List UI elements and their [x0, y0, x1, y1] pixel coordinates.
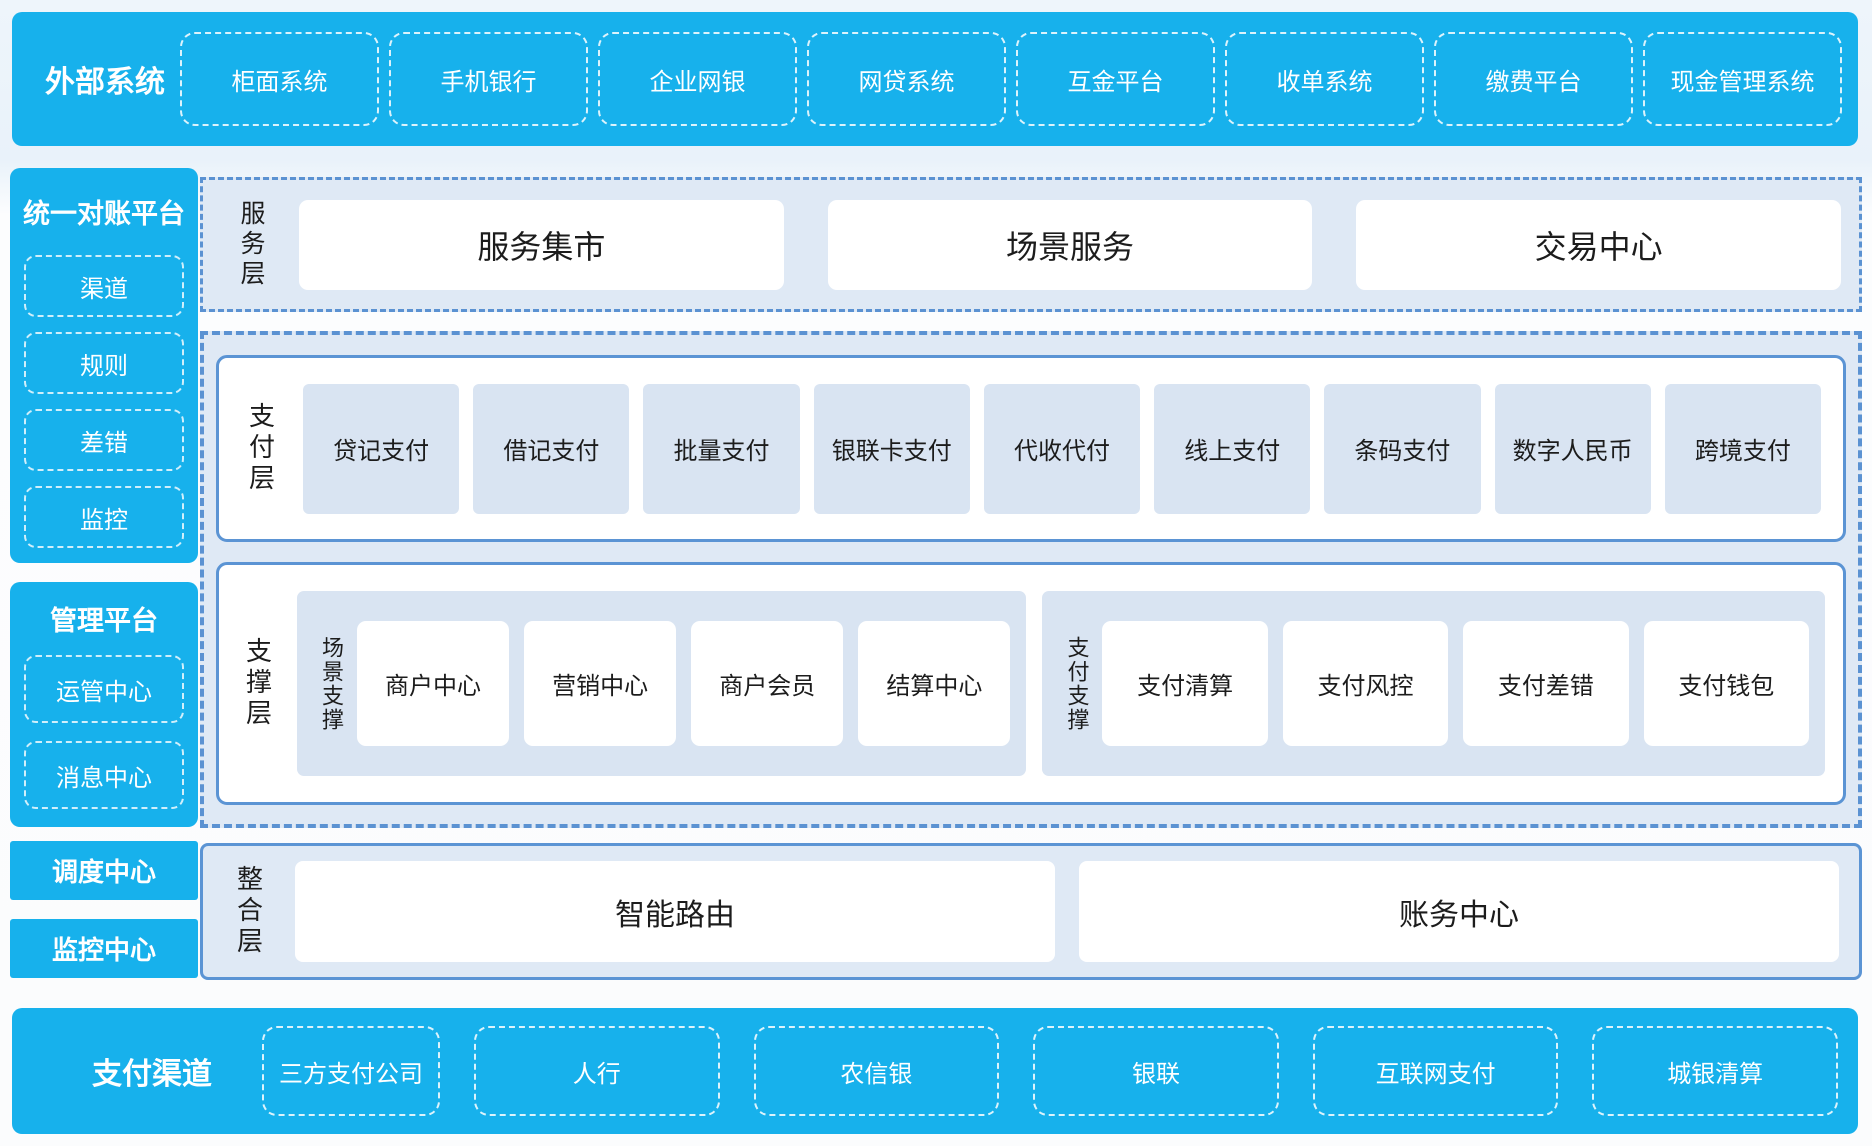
- external-systems-bar: 外部系统 柜面系统 手机银行 企业网银 网贷系统 互金平台 收单系统 缴费平台 …: [12, 12, 1858, 146]
- payment-node: 银联卡支付: [813, 383, 970, 514]
- reconciliation-platform-block: 统一对账平台 渠道 规则 差错 监控: [10, 168, 198, 563]
- dispatch-center-block: 调度中心: [10, 841, 198, 900]
- payment-channels-bar: 支付渠道 三方支付公司 人行 农信银 银联 互联网支付 城银清算: [12, 1008, 1858, 1134]
- payment-channel-node: 城银清算: [1592, 1026, 1838, 1116]
- payment-channel-node: 人行: [473, 1026, 720, 1116]
- management-node: 消息中心: [24, 741, 184, 809]
- support-node: 支付钱包: [1643, 621, 1810, 746]
- support-node: 支付清算: [1102, 621, 1268, 746]
- external-systems-items: 柜面系统 手机银行 企业网银 网贷系统 互金平台 收单系统 缴费平台 现金管理系…: [180, 32, 1858, 126]
- service-layer-boxes: 服务集市 场景服务 交易中心: [299, 199, 1842, 290]
- payment-node: 代收代付: [983, 383, 1141, 514]
- payment-channel-node: 银联: [1033, 1026, 1279, 1116]
- support-node: 商户中心: [357, 621, 510, 746]
- management-platform-block: 管理平台 运管中心 消息中心: [10, 582, 198, 827]
- payment-channels-items: 三方支付公司 人行 农信银 银联 互联网支付 城银清算: [262, 1026, 1858, 1116]
- payment-layer-boxes: 贷记支付 借记支付 批量支付 银联卡支付 代收代付 线上支付 条码支付 数字人民…: [303, 383, 1821, 514]
- scene-support-label: 场景支撑: [319, 635, 344, 732]
- external-system-node: 收单系统: [1225, 32, 1424, 126]
- monitor-center-block: 监控中心: [10, 919, 198, 978]
- payment-channel-node: 农信银: [753, 1026, 1000, 1116]
- reconciliation-node: 规则: [24, 332, 184, 394]
- support-node: 结算中心: [858, 621, 1011, 746]
- payment-node: 借记支付: [473, 383, 630, 514]
- payment-node: 条码支付: [1324, 383, 1481, 514]
- integration-layer-label: 整合层: [233, 865, 264, 958]
- service-layer-label: 服务层: [237, 199, 265, 290]
- management-node: 运管中心: [24, 655, 184, 723]
- external-system-node: 现金管理系统: [1643, 32, 1842, 126]
- reconciliation-node: 差错: [24, 409, 184, 471]
- external-system-node: 网贷系统: [807, 32, 1006, 126]
- external-system-node: 互金平台: [1016, 32, 1215, 126]
- management-platform-title: 管理平台: [50, 606, 158, 636]
- reconciliation-platform-title: 统一对账平台: [23, 199, 185, 229]
- payment-layer: 支付层 贷记支付 借记支付 批量支付 银联卡支付 代收代付 线上支付 条码支付 …: [216, 355, 1846, 542]
- external-systems-title: 外部系统: [45, 66, 165, 99]
- payment-node: 跨境支付: [1664, 383, 1821, 514]
- payment-channels-title: 支付渠道: [92, 1058, 212, 1091]
- payment-node: 线上支付: [1154, 383, 1311, 514]
- integration-node: 智能路由: [295, 861, 1055, 962]
- payment-node: 批量支付: [643, 383, 800, 514]
- service-node: 交易中心: [1356, 199, 1842, 290]
- service-layer: 服务层 服务集市 场景服务 交易中心: [200, 177, 1862, 312]
- payment-support-label: 支付支撑: [1064, 635, 1090, 732]
- support-node: 营销中心: [524, 621, 677, 746]
- support-layer-groups: 场景支撑 商户中心 营销中心 商户会员 结算中心 支付支撑 支付清算 支付风控 …: [297, 591, 1825, 776]
- scene-support-boxes: 商户中心 营销中心 商户会员 结算中心: [357, 621, 1011, 746]
- scene-support-group: 场景支撑 商户中心 营销中心 商户会员 结算中心: [297, 591, 1027, 776]
- payment-support-boxes: 支付清算 支付风控 支付差错 支付钱包: [1102, 621, 1810, 746]
- support-layer: 支撑层 场景支撑 商户中心 营销中心 商户会员 结算中心 支付支撑 支付清算 支…: [216, 562, 1846, 805]
- service-node: 场景服务: [827, 199, 1313, 290]
- external-system-node: 手机银行: [389, 32, 588, 126]
- external-system-node: 缴费平台: [1434, 32, 1633, 126]
- payment-node: 贷记支付: [303, 383, 460, 514]
- payment-channel-node: 三方支付公司: [262, 1026, 440, 1116]
- integration-layer: 整合层 智能路由 账务中心: [200, 843, 1862, 980]
- payment-support-group: 支付支撑 支付清算 支付风控 支付差错 支付钱包: [1042, 591, 1825, 776]
- support-node: 商户会员: [691, 621, 844, 746]
- payment-layer-label: 支付层: [245, 402, 276, 495]
- integration-layer-boxes: 智能路由 账务中心: [295, 861, 1839, 962]
- integration-node: 账务中心: [1079, 861, 1839, 962]
- support-node: 支付风控: [1282, 621, 1449, 746]
- support-node: 支付差错: [1463, 621, 1629, 746]
- payment-channel-node: 互联网支付: [1312, 1026, 1559, 1116]
- external-system-node: 柜面系统: [180, 32, 379, 126]
- payment-node: 数字人民币: [1494, 383, 1651, 514]
- reconciliation-node: 监控: [24, 486, 184, 548]
- reconciliation-node: 渠道: [24, 255, 184, 317]
- core-layers-container: 支付层 贷记支付 借记支付 批量支付 银联卡支付 代收代付 线上支付 条码支付 …: [200, 331, 1862, 828]
- external-system-node: 企业网银: [598, 32, 797, 126]
- support-layer-label: 支撑层: [242, 637, 273, 730]
- service-node: 服务集市: [299, 199, 784, 290]
